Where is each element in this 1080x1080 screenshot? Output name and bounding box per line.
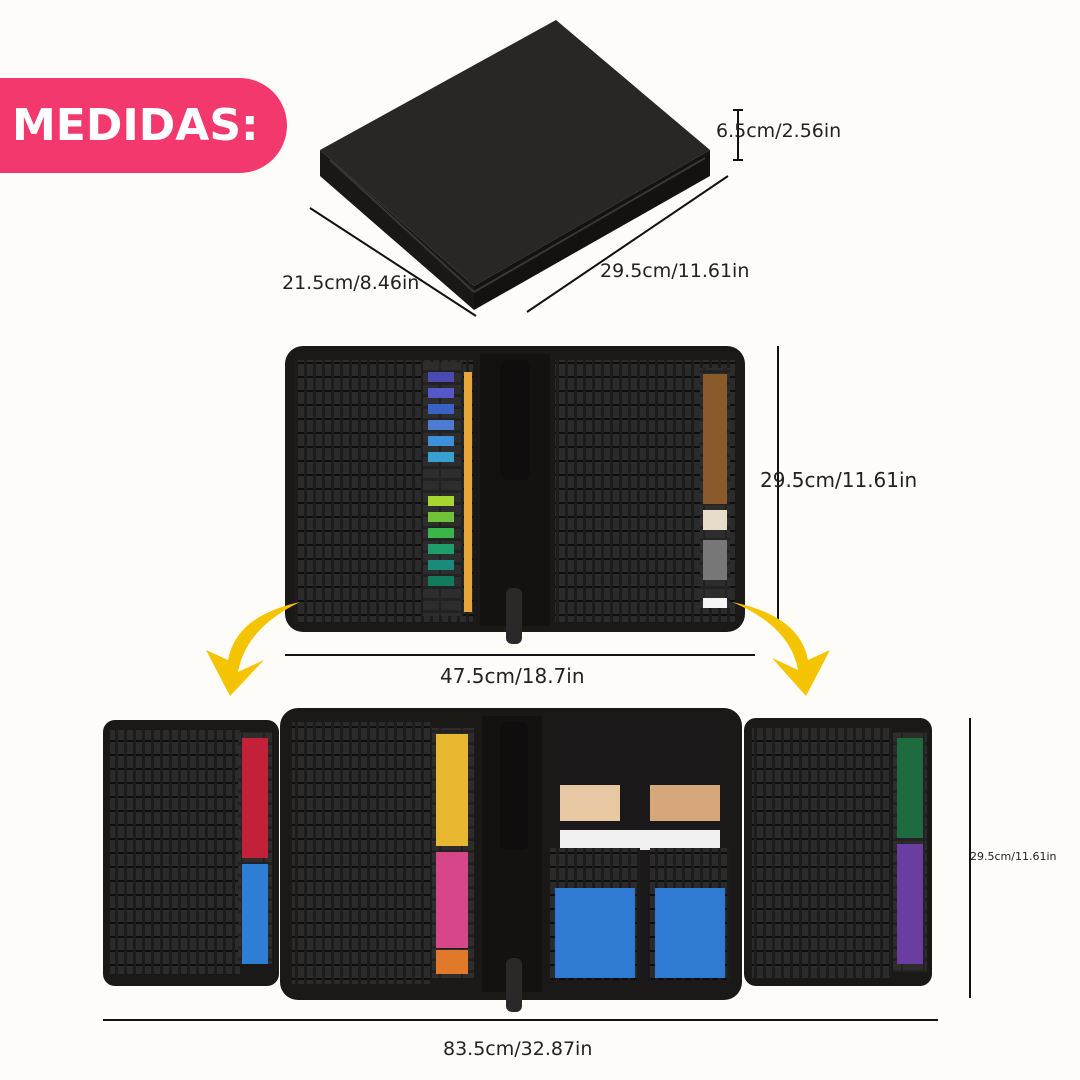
closed-height-label: 6.5cm/2.56in (716, 120, 842, 142)
half-open-width-label: 47.5cm/18.7in (440, 664, 585, 688)
fully-open-dimension-lines (103, 718, 971, 1021)
half-open-height-label: 29.5cm/11.61in (760, 468, 918, 492)
fully-open-case (103, 708, 932, 1012)
fully-open-width-label: 83.5cm/32.87in (443, 1038, 593, 1060)
medidas-badge: MEDIDAS: (0, 78, 287, 173)
arrow-right-icon (732, 602, 830, 696)
closed-width-label: 29.5cm/11.61in (600, 260, 750, 282)
fully-open-height-label: 29.5cm/11.61in (970, 850, 1057, 863)
closed-case (320, 20, 710, 310)
half-open-dimension-lines (285, 346, 779, 656)
badge-label: MEDIDAS: (12, 100, 259, 151)
arrow-left-icon (206, 602, 300, 696)
half-open-case (285, 346, 745, 644)
unfold-arrows (206, 602, 830, 696)
closed-case-dimension-lines (309, 109, 743, 317)
closed-depth-label: 21.5cm/8.46in (282, 272, 420, 294)
